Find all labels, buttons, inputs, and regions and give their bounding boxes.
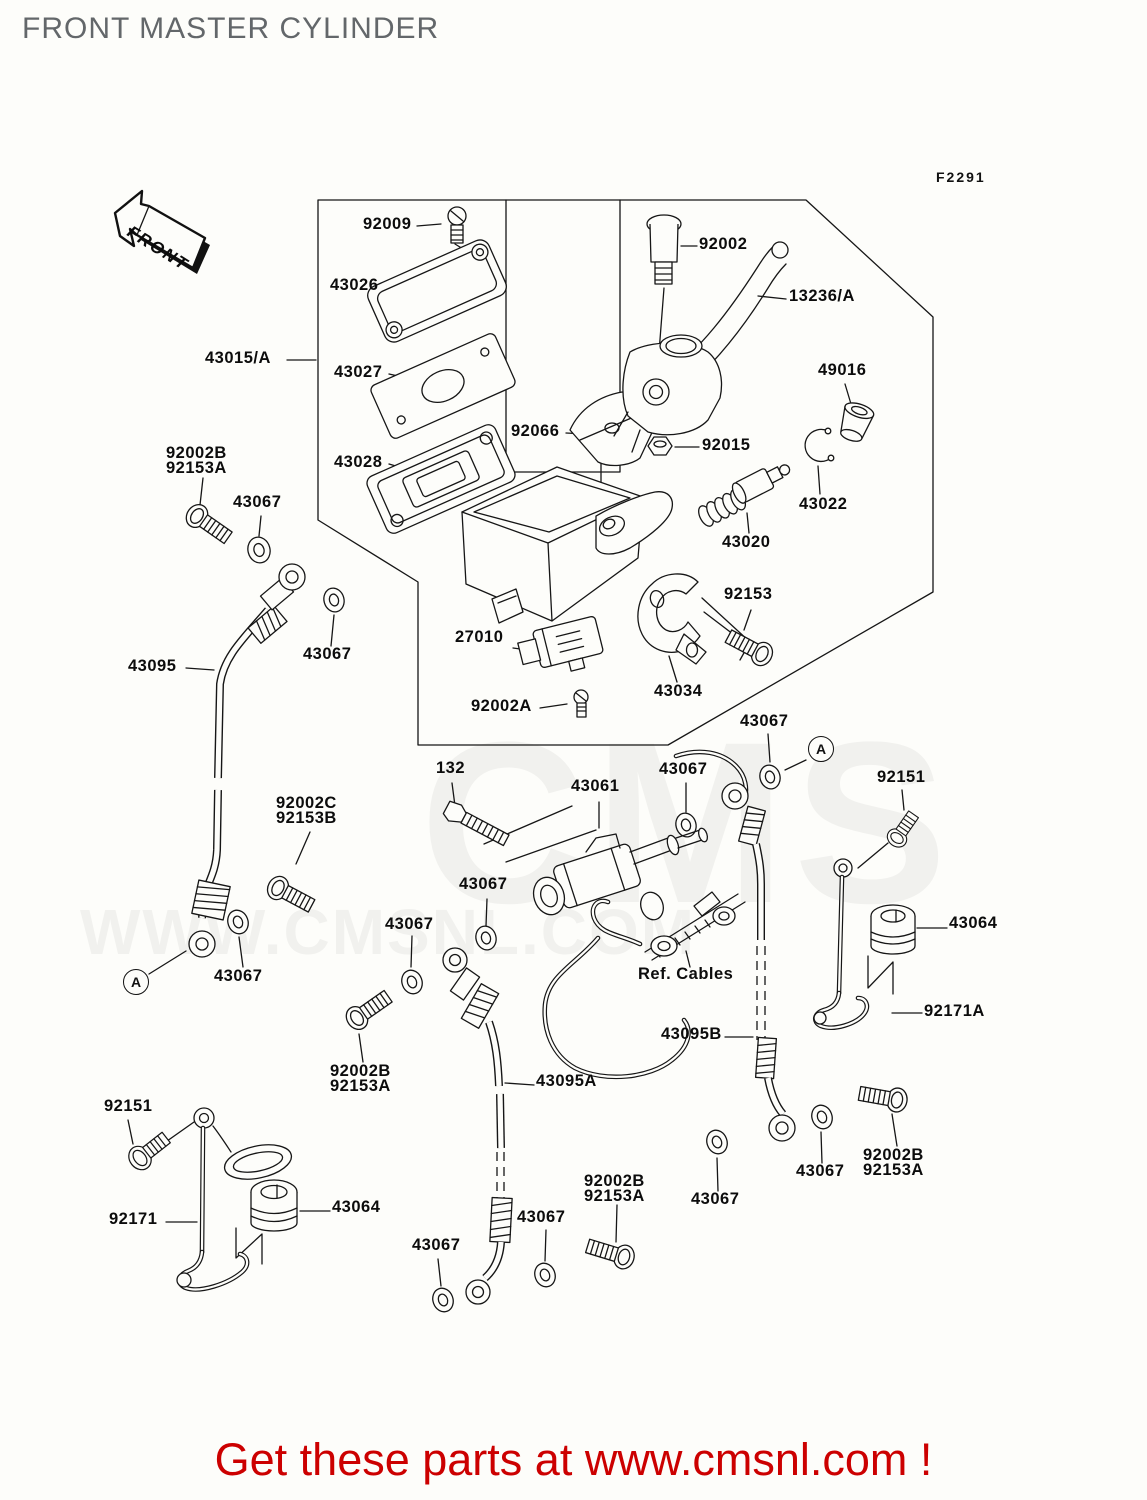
pivot-bolt-92002: [646, 214, 682, 379]
part-label: 43034: [654, 682, 703, 700]
hose-43095b: [721, 782, 796, 1142]
part-label: 92153: [724, 585, 773, 603]
part-label: 92002B 92153A: [863, 1146, 924, 1179]
hose-43095a: [442, 947, 513, 1305]
washers-43067: [227, 536, 833, 1313]
pointer-mark-right: [867, 955, 894, 995]
part-label: 43061: [571, 777, 620, 795]
screw-92009: [447, 206, 467, 244]
bolt-132: [442, 800, 510, 847]
spring-wire: [542, 749, 749, 1080]
view-marker-a: A: [808, 736, 834, 762]
part-label: 49016: [818, 361, 867, 379]
dust-cover-49016: [840, 402, 875, 442]
footer-banner: Get these parts at www.cmsnl.com !: [214, 1434, 933, 1485]
master-cylinder-body: [461, 391, 674, 624]
wire-92171a: [813, 858, 870, 1030]
part-label: 43015/A: [205, 349, 271, 367]
part-label: 43067: [412, 1236, 461, 1254]
front-arrow-icon: [113, 189, 210, 274]
locknut-92015: [647, 436, 673, 456]
part-label: 92151: [877, 768, 926, 786]
part-label: Ref. Cables: [638, 965, 734, 983]
figure-code: F2291: [936, 169, 986, 185]
part-label: 92002B 92153A: [166, 444, 227, 477]
part-label: 27010: [455, 628, 504, 646]
wire-92171: [176, 1107, 293, 1292]
part-label: 92002A: [471, 697, 532, 715]
page-title: FRONT MASTER CYLINDER: [22, 12, 440, 45]
banjo-bolts: [185, 503, 908, 1270]
screw-92151-right: [886, 810, 920, 848]
brake-lever-13236: [613, 241, 789, 453]
screw-92151-left: [128, 1131, 171, 1171]
part-label: 92151: [104, 1097, 153, 1115]
part-label: 43020: [722, 533, 771, 551]
piston-kit-43020: [698, 464, 791, 527]
grommet-43064-right: [870, 904, 916, 955]
part-label: 92015: [702, 436, 751, 454]
junction-43061: [532, 827, 709, 921]
gasket-43027: [370, 333, 516, 439]
part-label: 43067: [796, 1162, 845, 1180]
switch-27010: [517, 616, 604, 672]
part-label: 92066: [511, 422, 560, 440]
part-label: 43095: [128, 657, 177, 675]
plate-43028: [366, 424, 516, 534]
part-label: 43067: [740, 712, 789, 730]
part-label: 132: [436, 759, 466, 777]
part-label: 43064: [949, 914, 998, 932]
grommet-43064-left: [250, 1179, 298, 1232]
part-label: 43067: [385, 915, 434, 933]
part-label: 92171: [109, 1210, 158, 1228]
part-label: 43067: [233, 493, 282, 511]
hose-43095: [188, 563, 306, 958]
circlip-43022: [804, 427, 835, 463]
part-label: 13236/A: [789, 287, 855, 305]
part-label: 43067: [459, 875, 508, 893]
part-label: 43095B: [661, 1025, 722, 1043]
cable-bracket: [590, 891, 746, 961]
part-label: 43022: [799, 495, 848, 513]
part-label: 92002C 92153B: [276, 794, 337, 827]
part-label: 43095A: [536, 1072, 597, 1090]
part-label: 43067: [691, 1190, 740, 1208]
pointer-mark-left: [235, 1227, 263, 1265]
part-label: 43064: [332, 1198, 381, 1216]
part-label: 92002: [699, 235, 748, 253]
part-label: 92002B 92153A: [330, 1062, 391, 1095]
part-label: 43067: [214, 967, 263, 985]
part-label: 43067: [303, 645, 352, 663]
part-label: 92002B 92153A: [584, 1172, 645, 1205]
part-label: 43067: [517, 1208, 566, 1226]
part-label: 92171A: [924, 1002, 985, 1020]
reservoir-cap-43026: [367, 239, 507, 343]
part-label: 43027: [334, 363, 383, 381]
part-label: 92009: [363, 215, 412, 233]
part-label: 43026: [330, 276, 379, 294]
part-label: 43028: [334, 453, 383, 471]
screw-92002a: [573, 689, 589, 718]
view-marker-a: A: [123, 969, 149, 995]
part-label: 43067: [659, 760, 708, 778]
